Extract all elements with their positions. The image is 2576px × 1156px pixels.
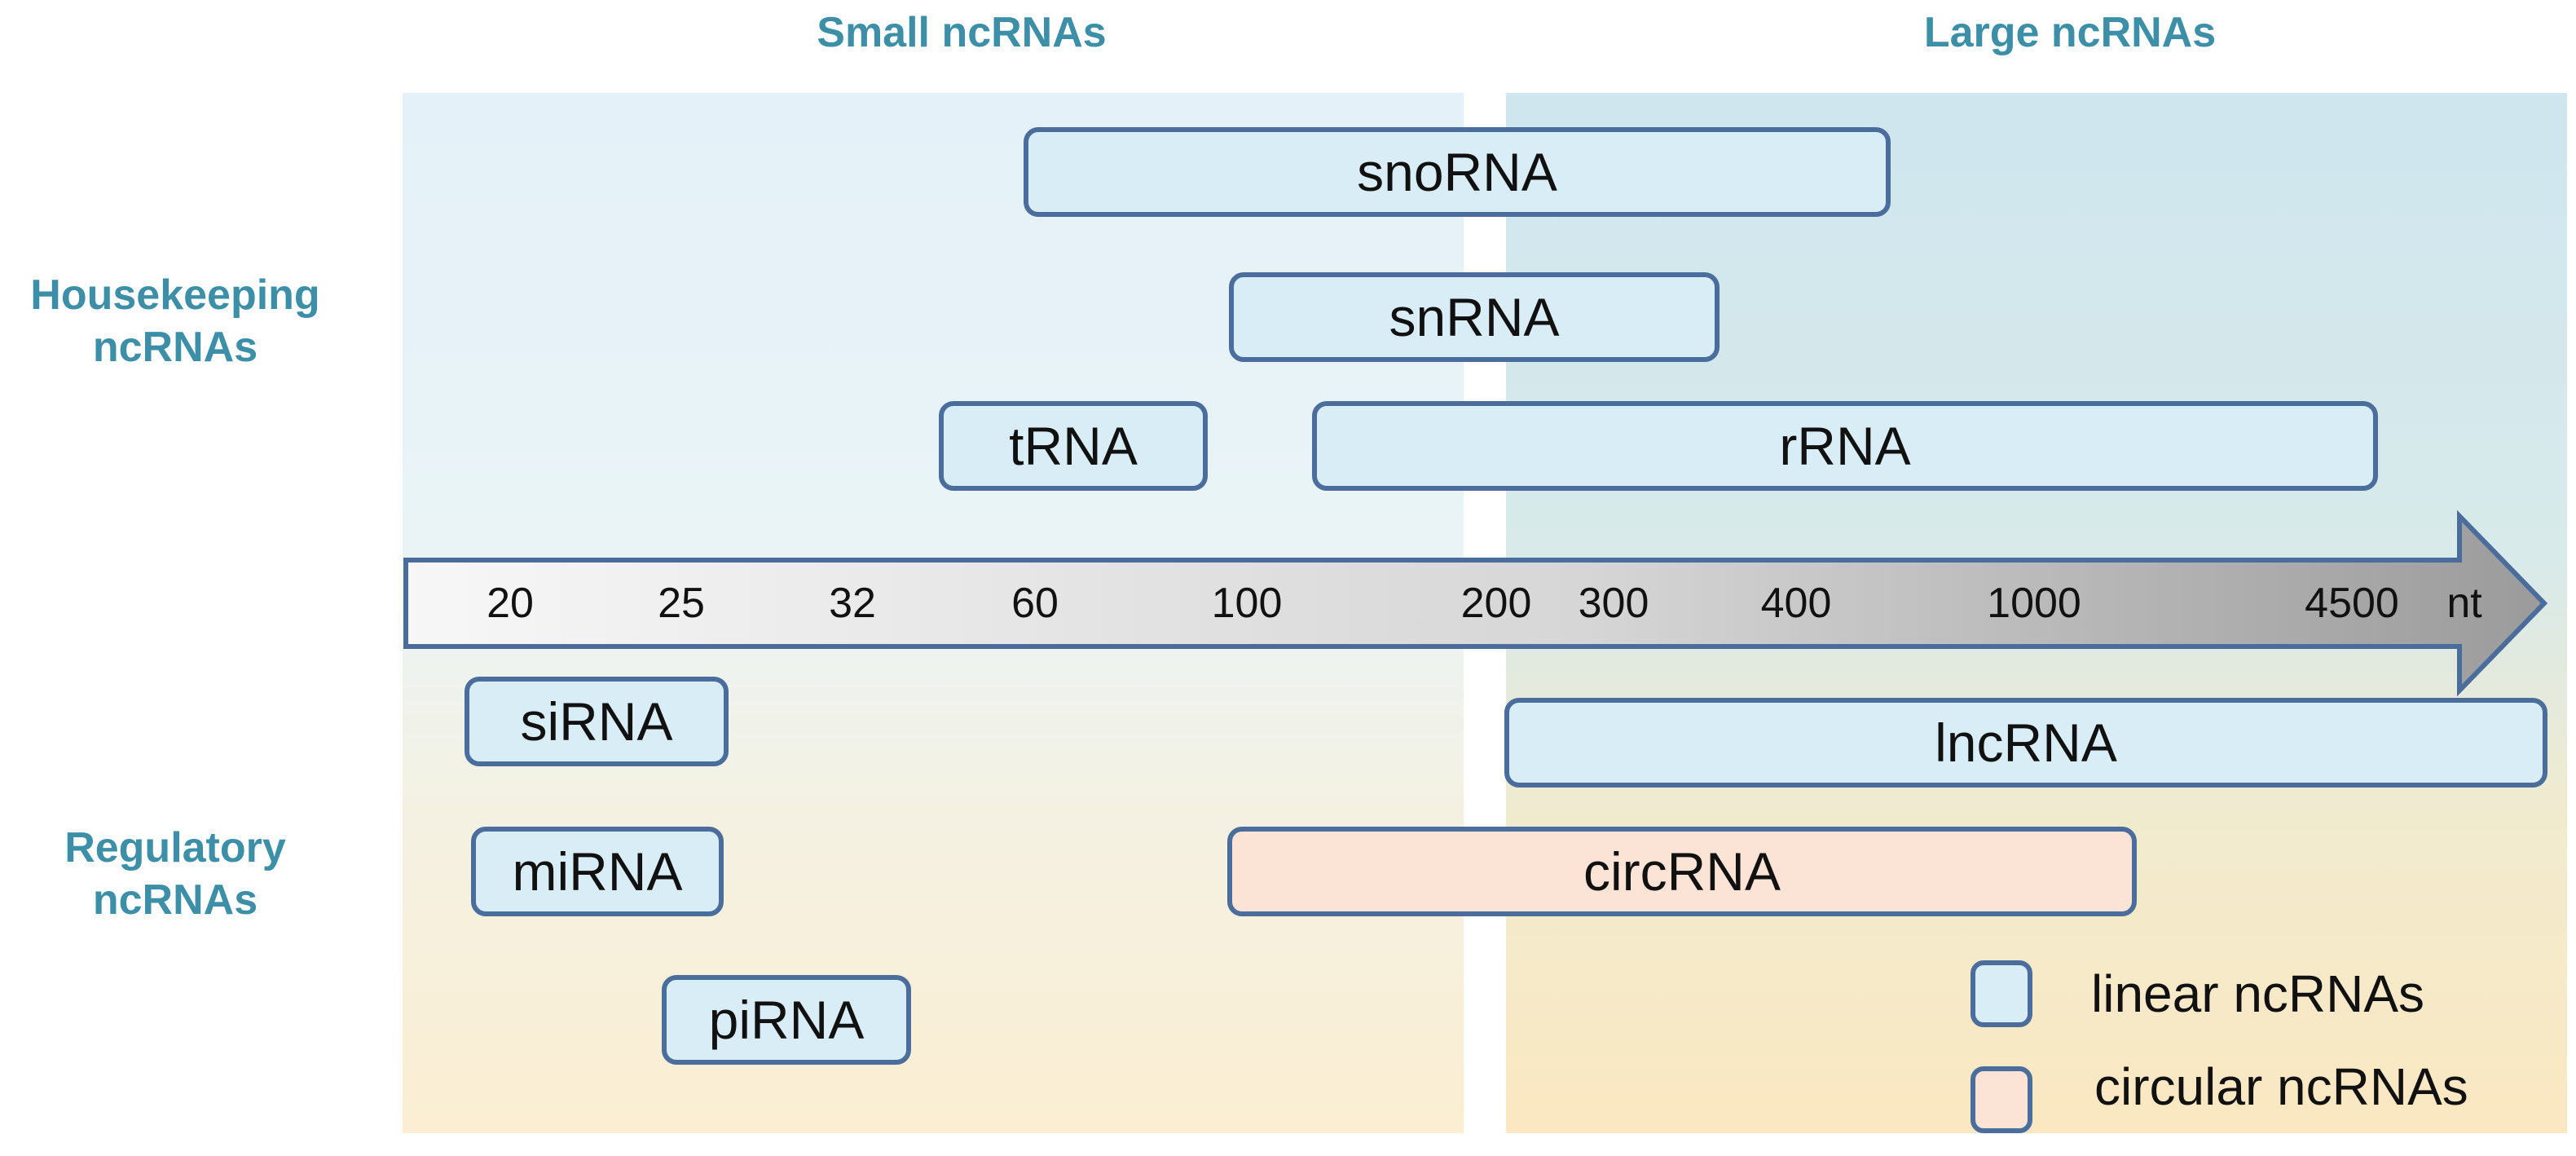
lncrna-box: lncRNA bbox=[1504, 698, 2547, 788]
tick-label: 25 bbox=[658, 580, 705, 627]
sirna-box: siRNA bbox=[465, 677, 729, 766]
snorna-box: snoRNA bbox=[1024, 127, 1891, 217]
regulatory-title-line2: ncRNAs bbox=[92, 876, 258, 924]
tick-label: 60 bbox=[1011, 580, 1059, 627]
unit-label: nt bbox=[2446, 580, 2482, 627]
small-ncrnas-header: Small ncRNAs bbox=[817, 9, 1107, 56]
housekeeping-title-line2: ncRNAs bbox=[92, 324, 258, 371]
circular-legend-swatch bbox=[1971, 1066, 2032, 1133]
arrow-shape bbox=[403, 510, 2548, 697]
housekeeping-row-title: Housekeeping ncRNAs bbox=[0, 269, 350, 373]
tick-label: 4500 bbox=[2305, 580, 2399, 627]
tick-label: 20 bbox=[487, 580, 534, 627]
trna-box: tRNA bbox=[939, 401, 1208, 491]
large-ncrnas-header: Large ncRNAs bbox=[1923, 9, 2217, 56]
regulatory-title-line1: Regulatory bbox=[64, 824, 286, 871]
circrna-box: circRNA bbox=[1227, 827, 2137, 916]
snrna-box: snRNA bbox=[1229, 272, 1720, 362]
tick-label: 100 bbox=[1211, 580, 1283, 627]
tick-label: 32 bbox=[829, 580, 876, 627]
regulatory-row-title: Regulatory ncRNAs bbox=[0, 822, 350, 926]
mirna-box: miRNA bbox=[471, 827, 724, 916]
linear-legend-swatch bbox=[1971, 960, 2032, 1027]
tick-label: 1000 bbox=[1987, 580, 2081, 627]
length-axis-arrow bbox=[399, 510, 2551, 697]
tick-label: 300 bbox=[1578, 580, 1649, 627]
tick-label: 200 bbox=[1460, 580, 1532, 627]
housekeeping-title-line1: Housekeeping bbox=[30, 271, 320, 319]
pirna-box: piRNA bbox=[662, 975, 911, 1065]
linear-legend-label: linear ncRNAs bbox=[2091, 964, 2425, 1023]
rrna-box: rRNA bbox=[1312, 401, 2378, 491]
tick-label: 400 bbox=[1760, 580, 1832, 627]
circular-legend-label: circular ncRNAs bbox=[2094, 1057, 2468, 1116]
